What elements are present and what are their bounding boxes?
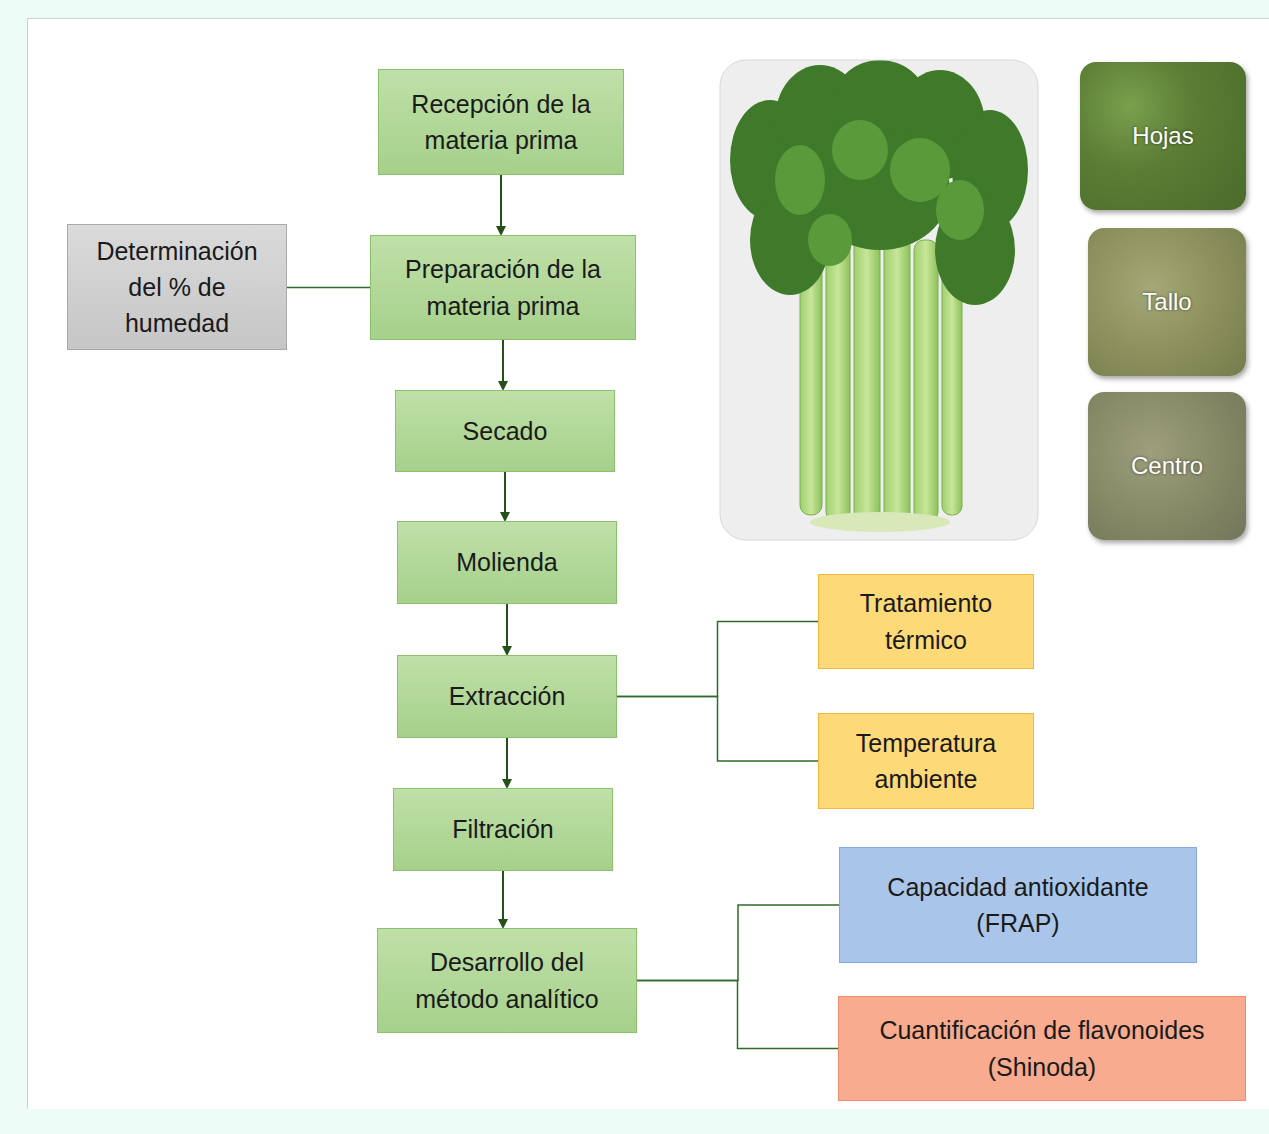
node-text: Tratamiento térmico [831,585,1021,658]
connector [637,905,839,981]
node-text: Extracción [449,678,566,714]
side-box: Determinación del % de humedad [67,224,287,351]
connector [506,604,508,654]
process-box: Filtración [393,788,613,871]
node-text: Temperatura ambiente [831,725,1021,798]
photo-frame [720,60,1038,540]
node-text: Molienda [456,544,557,580]
node-text: Secado [463,413,548,449]
connector [506,738,508,787]
connector [502,871,504,927]
connector [617,622,818,697]
analysis-box: Capacidad antioxidante (FRAP) [839,847,1197,963]
node-text: Filtración [452,811,553,847]
process-box: Recepción de la materia prima [378,69,624,175]
option-box: Tratamiento térmico [818,574,1034,669]
option-box: Temperatura ambiente [818,713,1034,809]
connector [287,287,370,289]
powder-sample: Tallo [1088,228,1246,376]
node-text: Tallo [1142,285,1191,320]
connector [637,981,838,1049]
node-text: Hojas [1132,119,1193,154]
node-text: Recepción de la materia prima [391,86,611,159]
node-text: Capacidad antioxidante (FRAP) [852,869,1184,942]
process-box: Extracción [397,655,617,738]
process-box: Molienda [397,521,617,604]
node-text: Centro [1131,449,1203,484]
powder-sample: Hojas [1080,62,1246,210]
celery-photo [720,60,1038,540]
node-text: Preparación de la materia prima [383,251,623,324]
connector [504,472,506,520]
connector [502,340,504,389]
process-box: Desarrollo del método analítico [377,928,637,1033]
analysis-box: Cuantificación de flavonoides (Shinoda) [838,996,1246,1101]
powder-sample: Centro [1088,392,1246,540]
node-text: Cuantificación de flavonoides (Shinoda) [851,1012,1233,1085]
connector [617,697,818,762]
node-text: Desarrollo del método analítico [390,944,624,1017]
connector [500,175,502,234]
node-text: Determinación del % de humedad [86,233,268,342]
process-box: Preparación de la materia prima [370,235,636,340]
process-box: Secado [395,390,615,472]
